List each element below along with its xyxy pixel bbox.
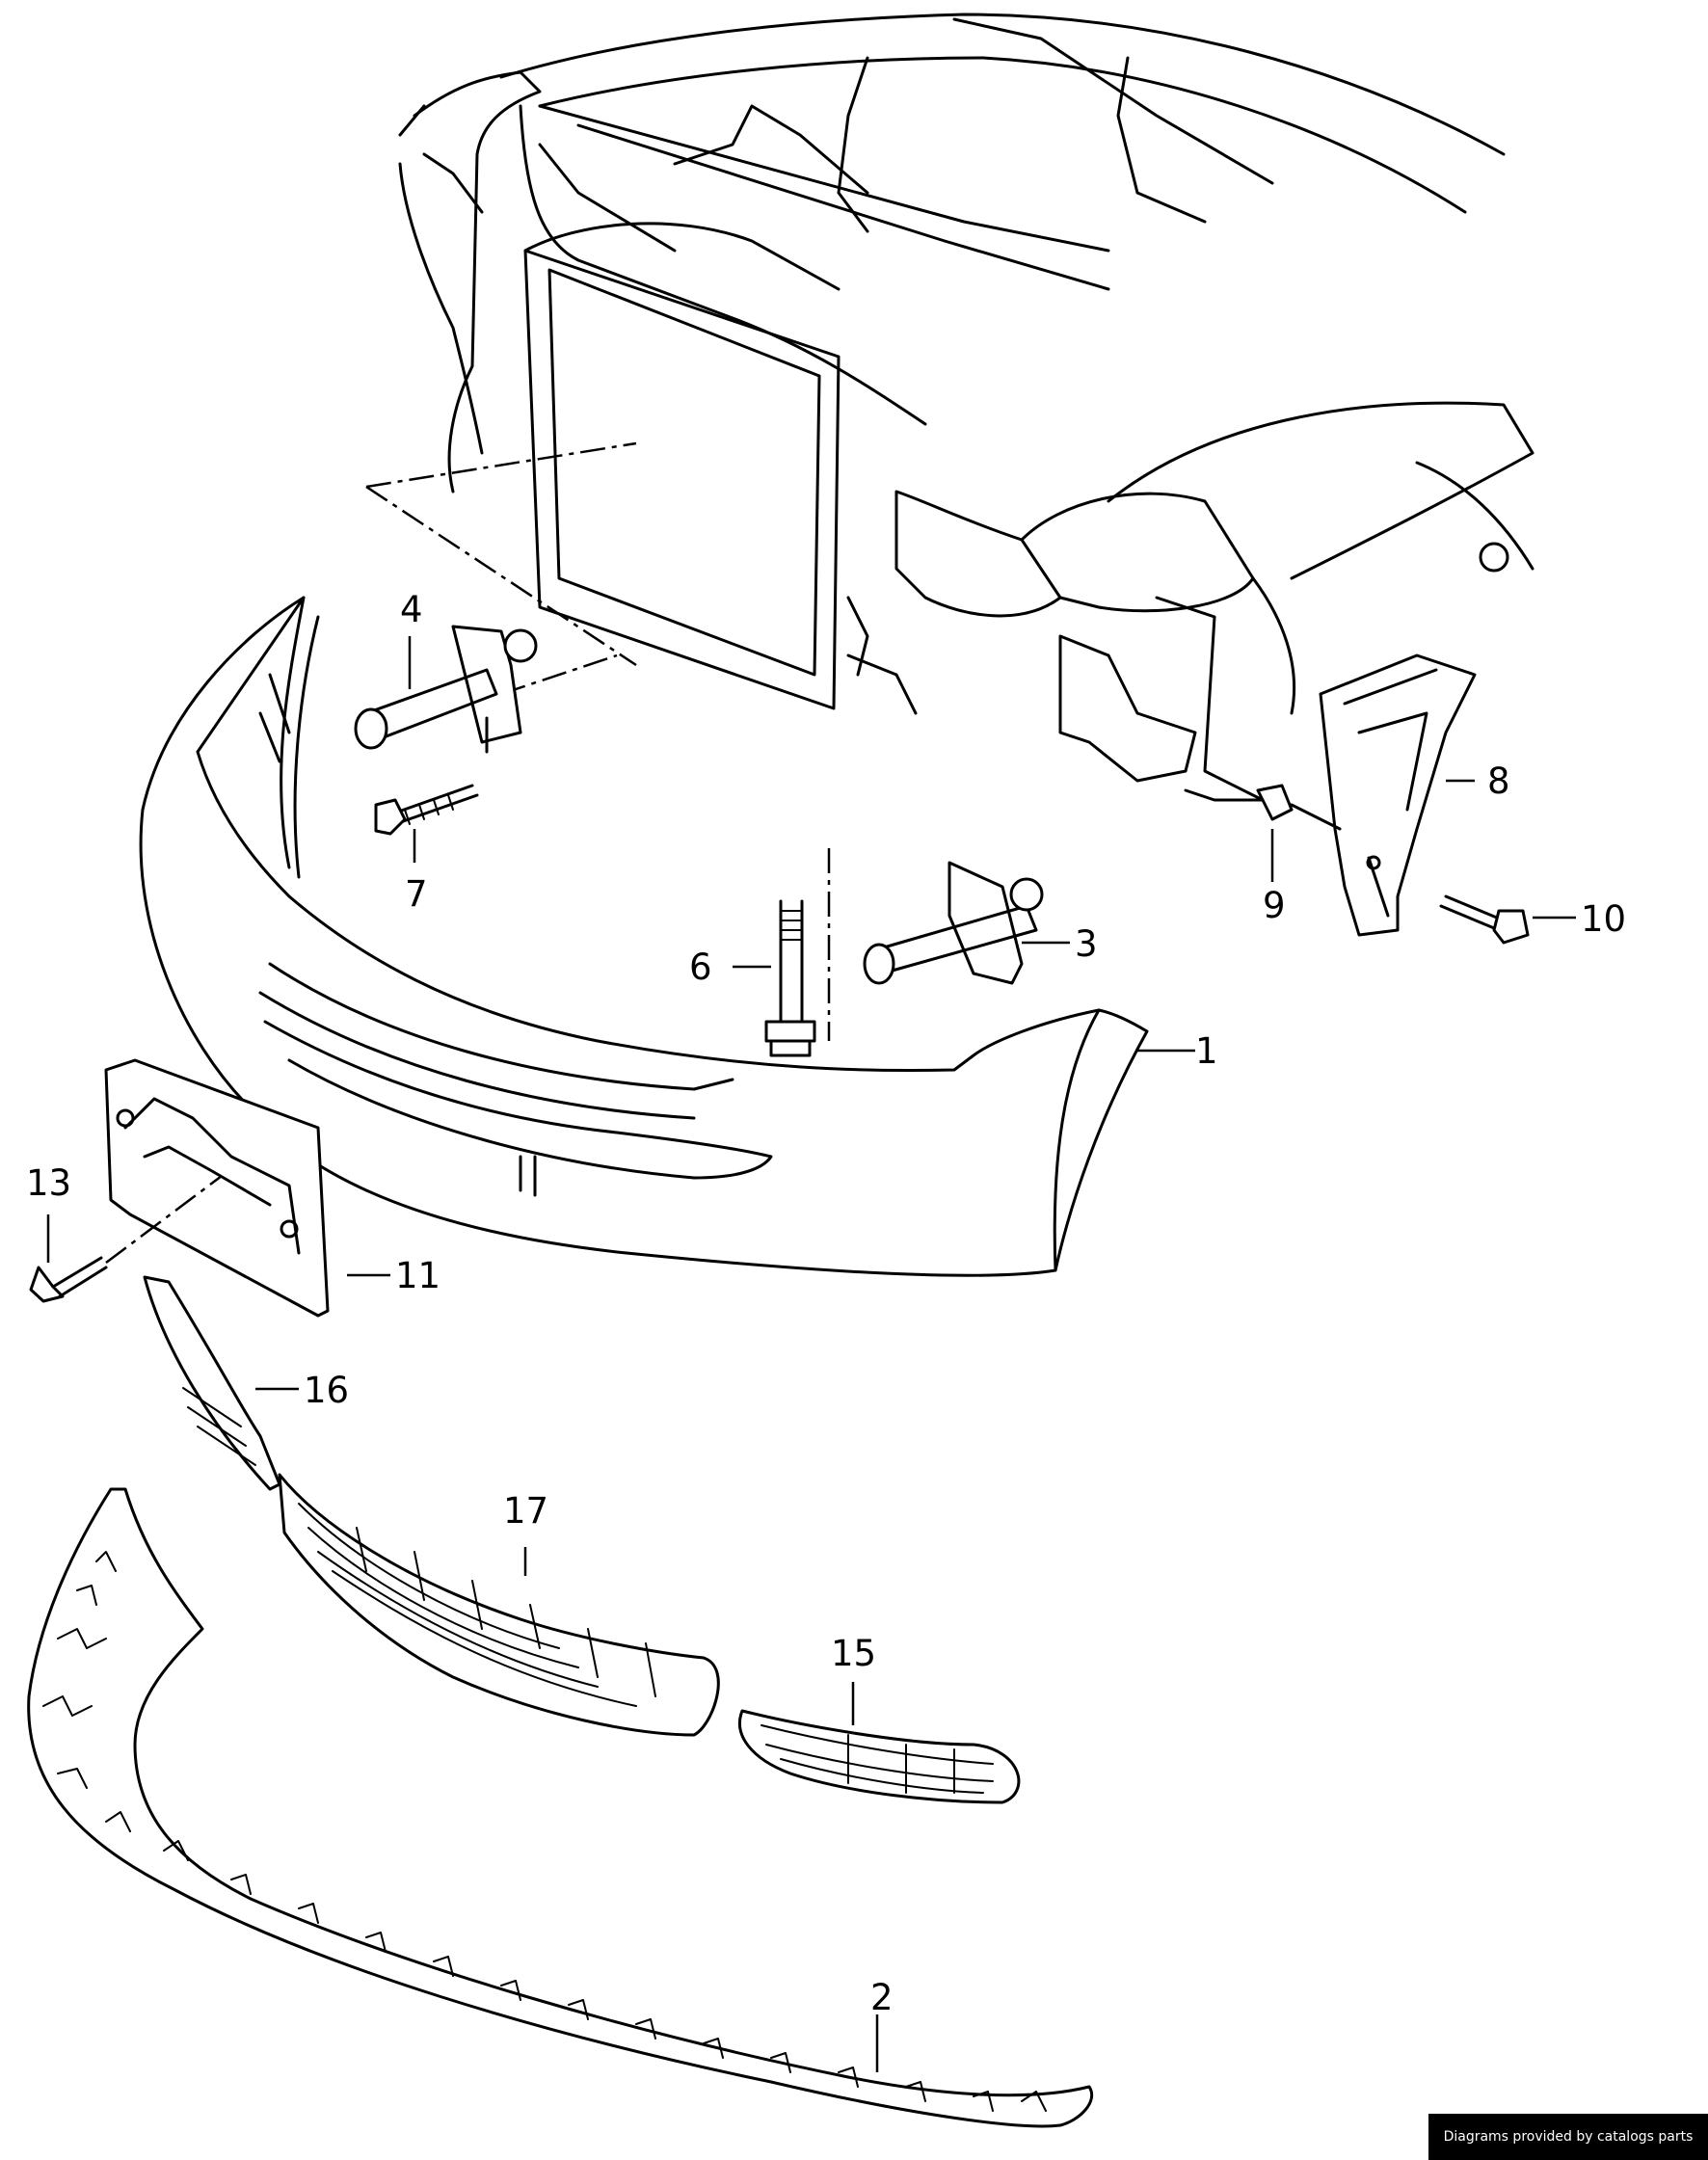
credit-banner: Diagrams provided by catalogs parts bbox=[1428, 2114, 1708, 2160]
screw-13 bbox=[29, 1175, 223, 1303]
side-grille-16 bbox=[143, 1275, 281, 1491]
callout-3: 3 bbox=[1075, 923, 1098, 965]
callout-17: 17 bbox=[503, 1490, 548, 1532]
bumper-cover bbox=[139, 596, 1149, 1277]
screw-10 bbox=[1439, 894, 1530, 945]
callout-2: 2 bbox=[870, 1977, 894, 2018]
screw-7 bbox=[374, 784, 479, 836]
callout-10: 10 bbox=[1581, 898, 1626, 940]
callout-labels: 1 2 3 4 6 7 8 9 10 11 13 15 16 17 bbox=[26, 589, 1626, 2018]
callout-16: 16 bbox=[304, 1370, 349, 1411]
center-grille-17 bbox=[278, 1473, 720, 1737]
plate-bracket-11 bbox=[104, 1058, 330, 1318]
callout-15: 15 bbox=[831, 1633, 876, 1674]
mount-bracket-4 bbox=[354, 625, 538, 754]
car-front-structure bbox=[365, 13, 1535, 802]
lower-spoiler-2 bbox=[27, 1487, 1094, 2128]
bolt-6 bbox=[764, 899, 816, 1057]
side-bracket-8 bbox=[1319, 653, 1477, 937]
callout-8: 8 bbox=[1487, 760, 1510, 802]
side-grille-15 bbox=[737, 1709, 1021, 1804]
callout-1: 1 bbox=[1195, 1030, 1218, 1072]
callout-11: 11 bbox=[395, 1255, 440, 1296]
callout-6: 6 bbox=[689, 947, 712, 988]
callout-4: 4 bbox=[400, 589, 423, 630]
callout-9: 9 bbox=[1263, 885, 1286, 926]
callout-13: 13 bbox=[26, 1162, 71, 1204]
callout-leaders bbox=[46, 636, 1576, 2072]
clip-9 bbox=[1256, 784, 1342, 831]
callout-7: 7 bbox=[405, 873, 428, 915]
mount-bracket-3 bbox=[827, 848, 1044, 1041]
